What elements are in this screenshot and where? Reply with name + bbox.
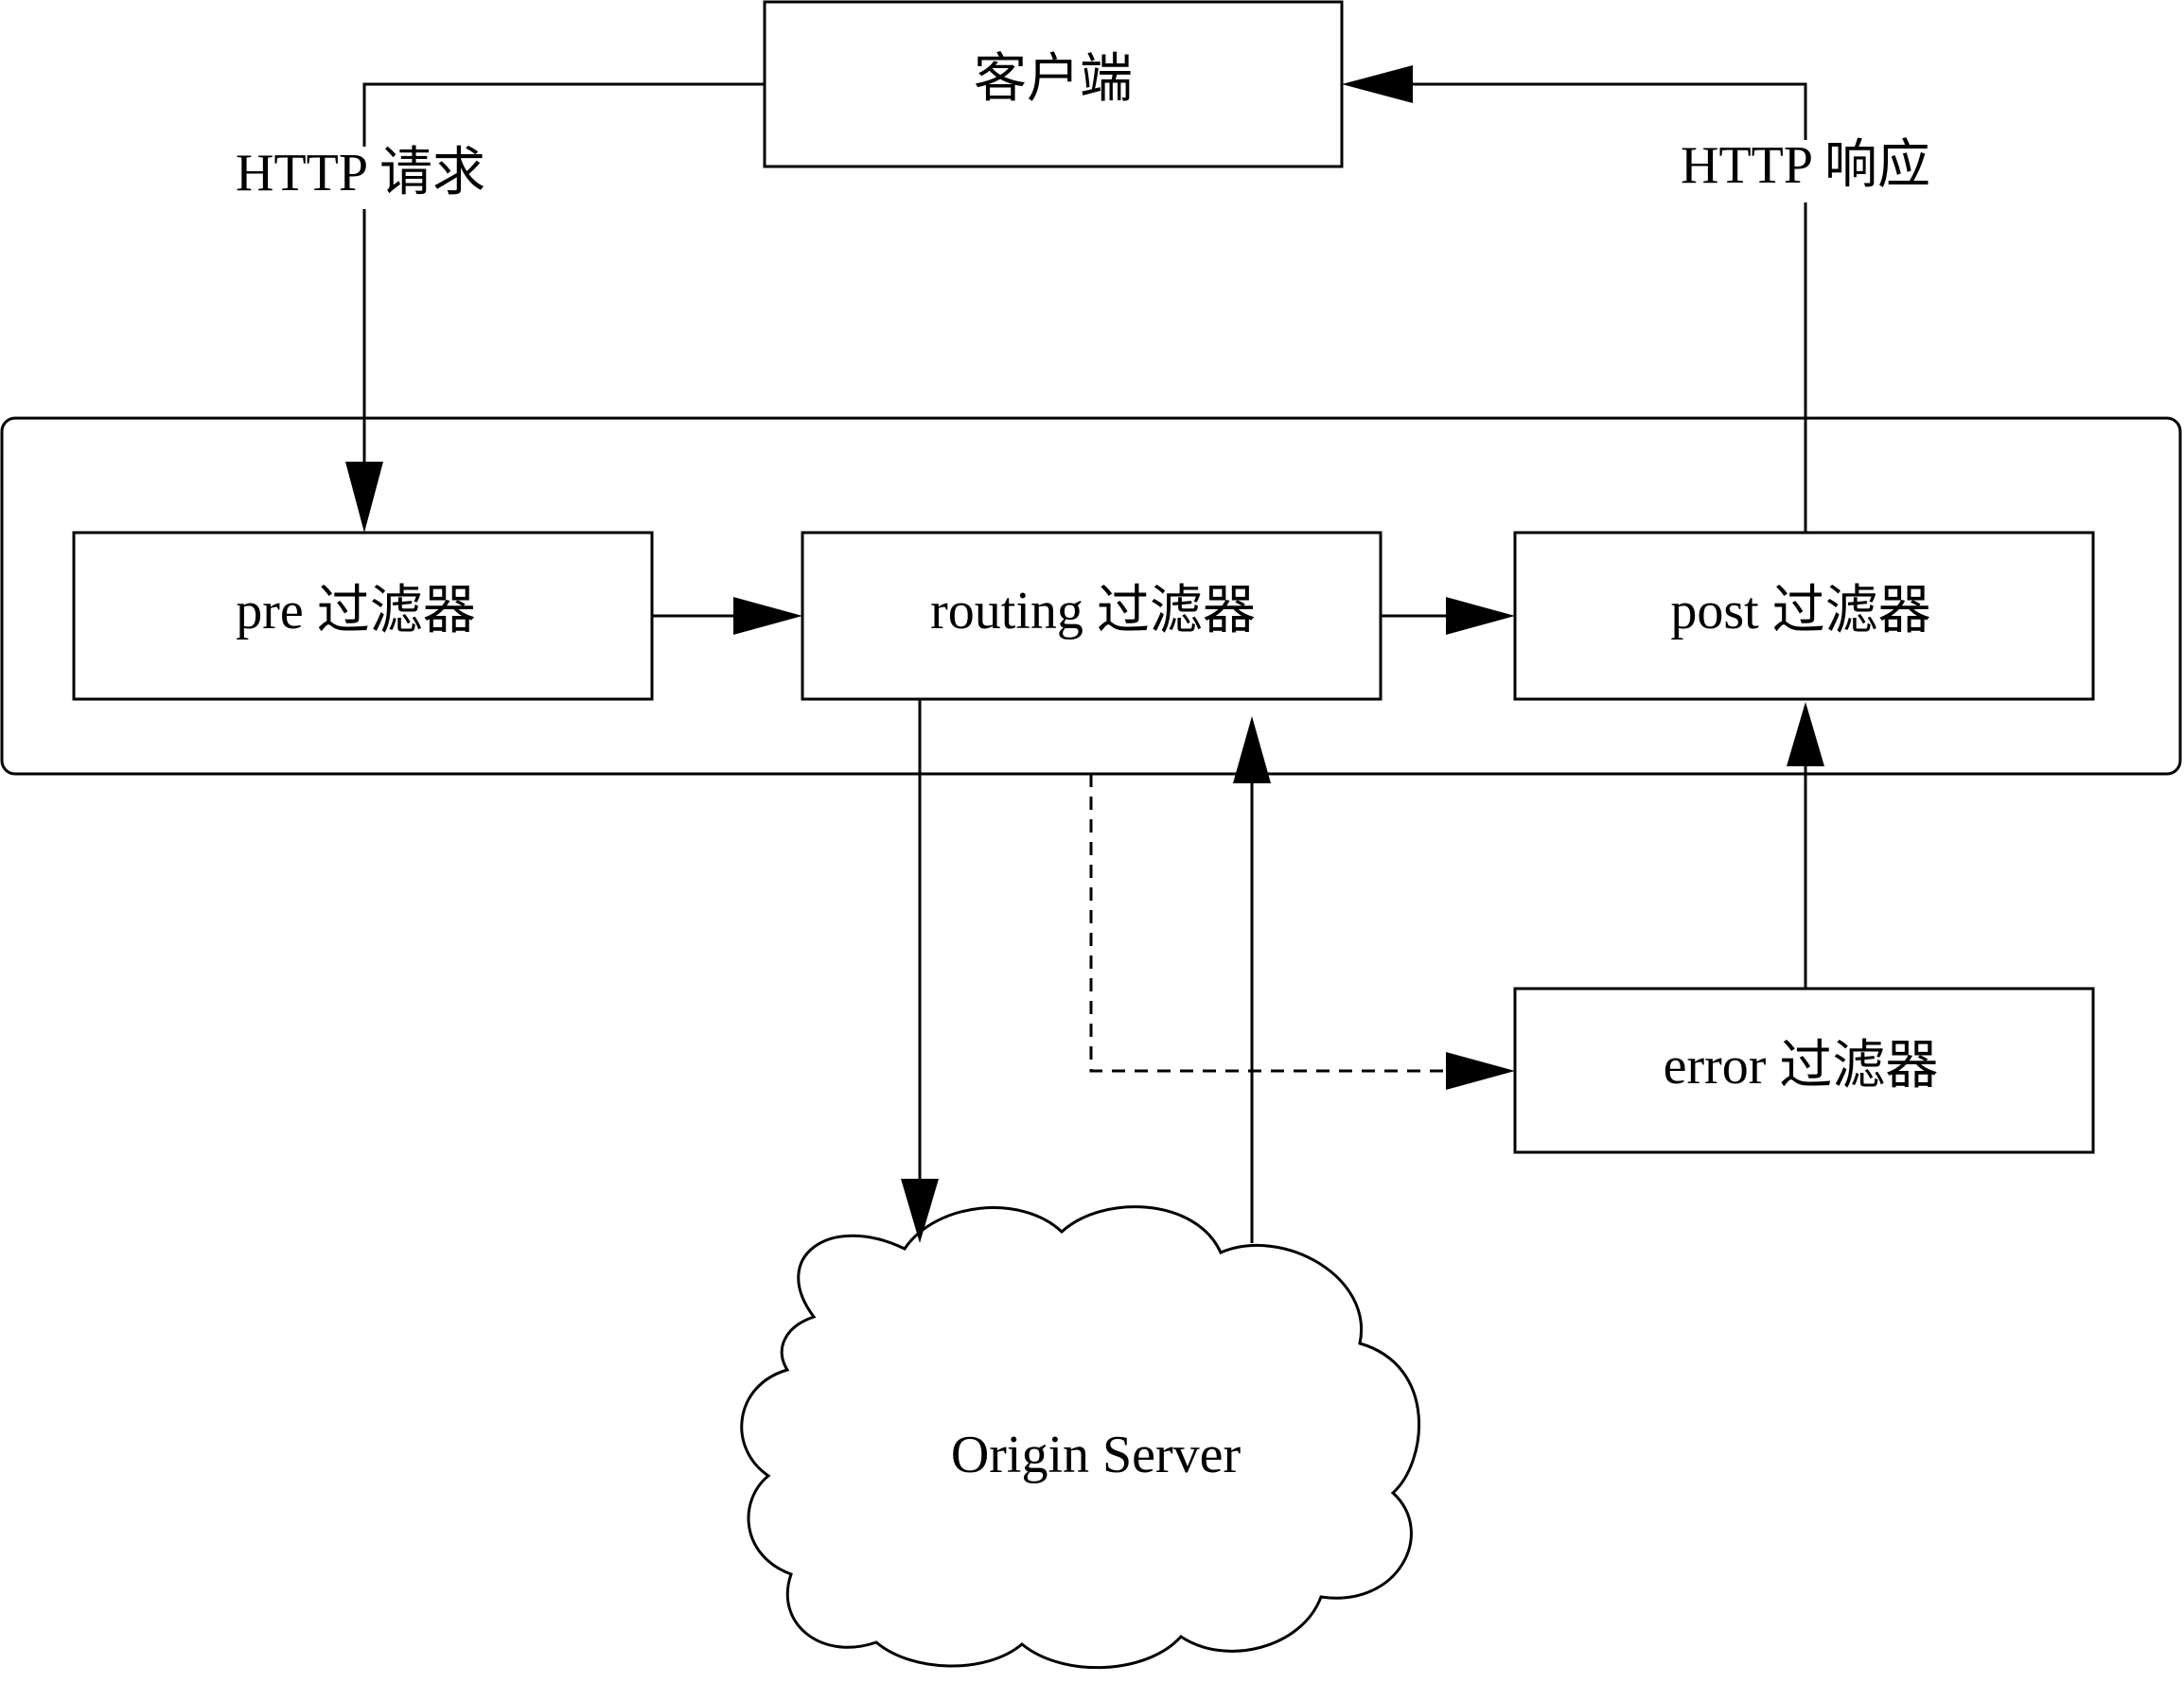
edge-routing-to-post-arrowhead <box>1446 597 1515 635</box>
edge-pre-to-routing-arrowhead <box>733 597 802 635</box>
edge-routing-to-error-arrowhead <box>1446 1052 1515 1090</box>
pre-filter-box <box>72 531 654 701</box>
edge-http-request-arrowhead <box>345 462 383 533</box>
edge-http-response-label: HTTP 响应 <box>1681 136 1930 195</box>
edge-http-response-arrowhead <box>1342 65 1413 103</box>
origin-server-label: Origin Server <box>951 1426 1242 1484</box>
edge-http-response <box>1413 82 1807 533</box>
client-label: 客户端 <box>974 50 1133 109</box>
edge-http-response-label-bg <box>1665 140 1949 202</box>
edge-error-to-post-arrowhead <box>1787 702 1824 766</box>
client-box <box>763 0 1344 168</box>
edge-http-request <box>362 82 765 462</box>
error-filter-box <box>1513 987 2095 1154</box>
routing-filter-label: routing 过滤器 <box>930 582 1256 640</box>
post-filter-label: post 过滤器 <box>1670 582 1930 640</box>
edge-routing-to-origin-arrowhead <box>901 1179 939 1243</box>
edge-http-request-label-bg <box>223 147 507 209</box>
pre-filter-label: pre 过滤器 <box>236 582 476 640</box>
edge-http-request-label: HTTP 请求 <box>236 144 485 202</box>
edge-origin-to-routing-arrowhead <box>1233 716 1271 783</box>
origin-server-cloud <box>740 1205 1421 1670</box>
edge-routing-to-error <box>1089 774 1446 1073</box>
error-filter-label: error 过滤器 <box>1664 1037 1939 1096</box>
